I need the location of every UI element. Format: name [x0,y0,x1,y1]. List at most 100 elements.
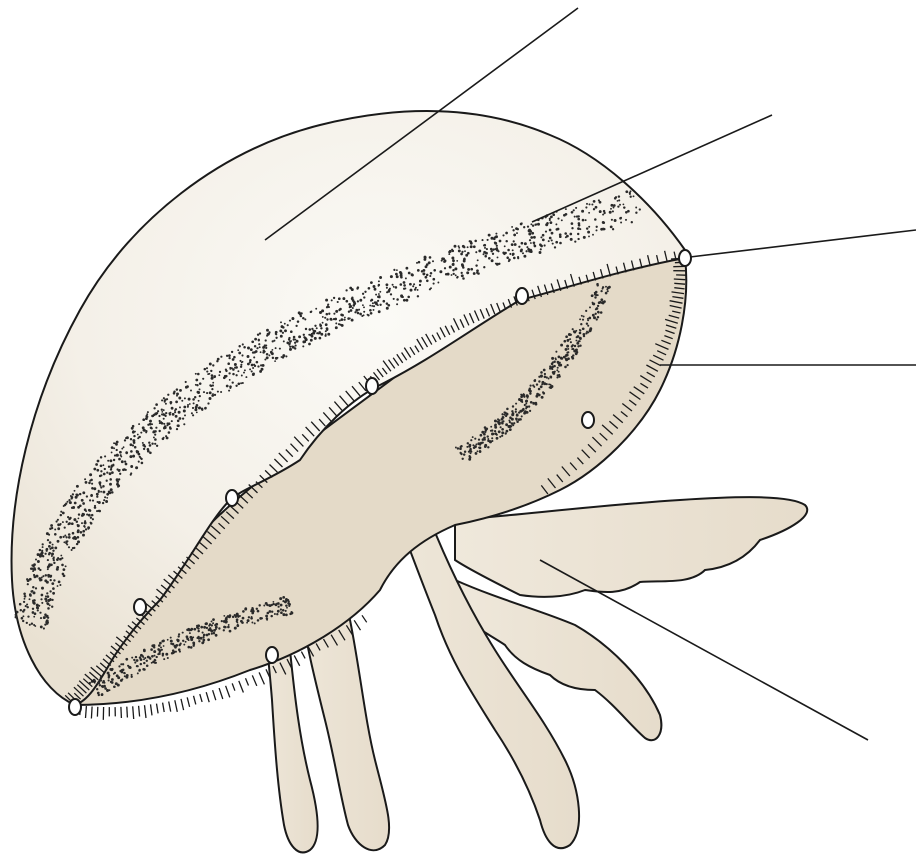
stipple-dot [297,320,300,323]
stipple-dot [142,418,145,421]
stipple-dot [130,465,133,468]
stipple-dot [555,351,557,353]
stipple-dot [443,260,446,263]
stipple-dot [542,239,545,242]
stipple-dot [594,296,596,298]
stipple-dot [598,199,600,201]
stipple-dot [316,332,318,334]
stipple-dot [26,603,28,605]
stipple-dot [560,357,563,360]
stipple-dot [169,413,171,415]
stipple-dot [41,587,44,590]
stipple-dot [560,344,563,347]
stipple-dot [209,623,211,625]
stipple-dot [195,406,198,409]
stipple-dot [253,356,255,358]
stipple-dot [564,366,567,369]
stipple-dot [131,427,134,430]
stipple-dot [557,228,560,231]
stipple-dot [117,486,119,488]
stipple-dot [229,385,232,388]
stipple-dot [132,455,135,458]
stipple-dot [403,284,406,287]
stipple-dot [559,362,561,364]
stipple-dot [487,239,489,241]
stipple-dot [483,251,486,254]
stipple-dot [23,601,25,603]
stipple-dot [378,280,380,282]
stipple-dot [334,318,337,321]
stipple-dot [149,452,152,455]
stipple-dot [39,549,41,551]
stipple-dot [165,412,167,414]
stipple-dot [530,242,532,244]
stipple-dot [225,375,227,377]
stipple-dot [100,486,102,488]
stipple-dot [84,520,86,522]
stipple-dot [249,368,251,370]
stipple-dot [515,417,518,420]
stipple-dot [143,662,145,664]
stipple-dot [48,563,51,566]
stipple-dot [77,524,80,527]
stipple-dot [32,611,35,614]
stipple-dot [199,395,201,397]
stipple-dot [79,493,81,495]
stipple-dot [46,592,48,594]
stipple-dot [100,485,102,487]
stipple-dot [518,411,520,413]
stipple-dot [242,617,245,620]
stipple-dot [506,430,509,433]
stipple-dot [179,389,182,392]
stipple-dot [59,536,62,539]
stipple-dot [512,229,514,231]
stipple-dot [453,273,455,275]
stipple-dot [125,463,128,466]
stipple-dot [249,359,252,362]
stipple-dot [243,346,246,349]
stipple-dot [162,654,164,656]
stipple-dot [132,444,134,446]
stipple-dot [528,405,530,407]
stipple-dot [186,629,188,631]
stipple-dot [387,290,390,293]
stipple-dot [183,644,185,646]
stipple-dot [515,403,517,405]
stipple-dot [116,449,118,451]
stipple-dot [582,327,585,330]
stipple-dot [523,226,525,228]
stipple-dot [238,352,241,355]
stipple-dot [535,403,538,406]
stipple-dot [206,367,208,369]
stipple-dot [261,617,263,619]
stipple-dot [595,229,597,231]
stipple-dot [330,319,332,321]
stipple-dot [567,351,569,353]
stipple-dot [502,416,505,419]
stipple-dot [461,274,464,277]
stipple-dot [143,650,146,653]
stipple-dot [198,640,200,642]
stipple-dot [497,421,499,423]
stipple-dot [470,245,473,248]
stipple-dot [617,205,619,207]
stipple-dot [337,301,339,303]
stipple-dot [50,579,52,581]
stipple-dot [78,513,80,515]
stipple-dot [49,541,52,544]
stipple-dot [358,309,360,311]
stipple-dot [68,533,71,536]
stipple-dot [600,298,603,301]
stipple-dot [263,349,265,351]
stipple-dot [603,228,605,230]
stipple-dot [586,323,588,325]
stipple-dot [156,656,158,658]
stipple-dot [245,376,247,378]
marginal-tentacle [200,694,202,702]
stipple-dot [576,342,579,345]
stipple-dot [557,367,559,369]
stipple-dot [119,473,121,475]
stipple-dot [512,254,514,256]
stipple-dot [195,379,198,382]
stipple-dot [29,624,31,626]
